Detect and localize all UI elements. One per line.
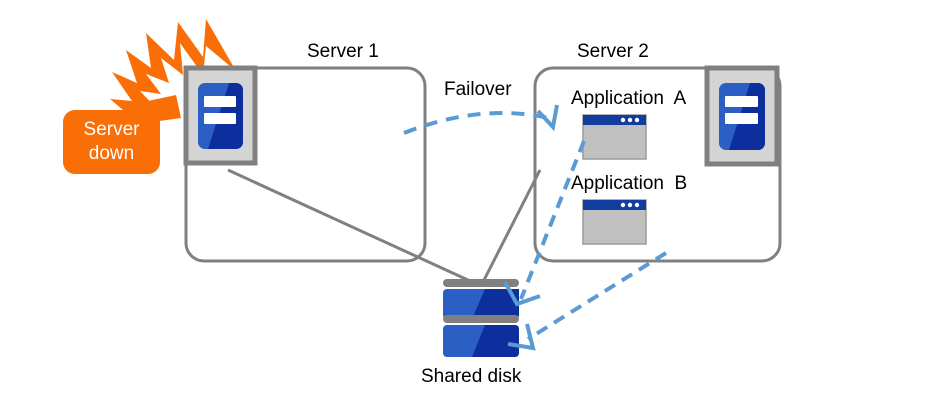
failover-label: Failover bbox=[444, 79, 512, 100]
application-window-icon-a bbox=[582, 114, 647, 160]
application-b-label: Application B bbox=[571, 173, 688, 194]
application-a-label: Application A bbox=[571, 88, 687, 109]
server1-disk-link bbox=[227, 168, 482, 288]
server-tower-icon-1 bbox=[183, 65, 258, 166]
server2-title: Server 2 bbox=[577, 41, 649, 62]
app-a-to-disk-arrow-icon bbox=[503, 140, 586, 307]
server-tower-icon-2 bbox=[704, 65, 780, 167]
server-down-badge[interactable] bbox=[63, 95, 181, 174]
shared-disk-icon bbox=[443, 279, 519, 357]
shared-disk-label: Shared disk bbox=[421, 366, 522, 387]
server1-title: Server 1 bbox=[307, 41, 379, 62]
application-window-icon-b bbox=[582, 199, 647, 245]
app-b-to-disk-arrow-icon bbox=[507, 251, 668, 351]
lightning-bolt-icon bbox=[110, 19, 236, 136]
failover-arrow-icon bbox=[403, 104, 559, 135]
server2-disk-link bbox=[479, 169, 542, 287]
